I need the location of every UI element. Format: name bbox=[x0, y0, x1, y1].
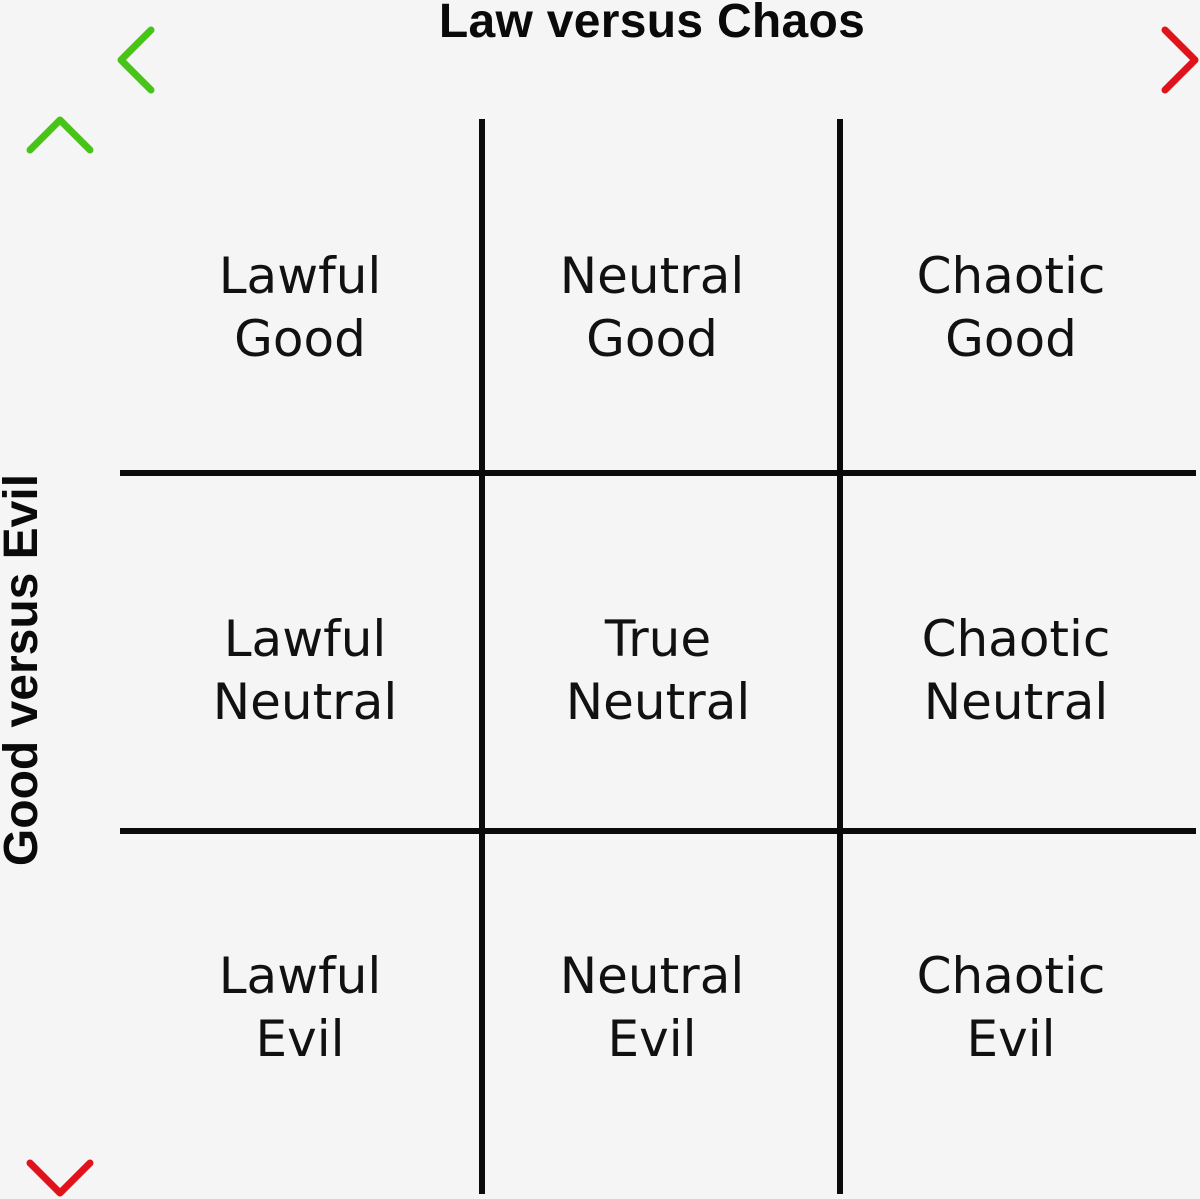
grid-divider-vertical-2 bbox=[837, 119, 843, 1194]
arrowhead-left-icon bbox=[117, 26, 155, 94]
cell-neutral-evil: Neutral Evil bbox=[502, 945, 802, 1071]
cell-label-line-1: Lawful bbox=[223, 610, 387, 668]
cell-label-line-1: Chaotic bbox=[916, 247, 1106, 305]
cell-label-line-1: Lawful bbox=[218, 247, 382, 305]
x-axis-title: Law versus Chaos bbox=[438, 0, 866, 48]
arrowhead-up-icon bbox=[26, 116, 94, 154]
grid-divider-horizontal-1 bbox=[120, 470, 1196, 476]
cell-chaotic-neutral: Chaotic Neutral bbox=[866, 608, 1166, 734]
cell-label-line-2: Evil bbox=[607, 1010, 697, 1068]
cell-lawful-neutral: Lawful Neutral bbox=[155, 608, 455, 734]
cell-lawful-good: Lawful Good bbox=[150, 245, 450, 371]
grid-divider-horizontal-2 bbox=[120, 828, 1196, 834]
cell-true-neutral: True Neutral bbox=[508, 608, 808, 734]
cell-label-line-2: Neutral bbox=[212, 673, 398, 731]
cell-label-line-2: Evil bbox=[255, 1010, 345, 1068]
cell-label-line-1: Neutral bbox=[559, 247, 745, 305]
cell-label-line-1: Chaotic bbox=[916, 947, 1106, 1005]
cell-label-line-2: Good bbox=[234, 310, 366, 368]
y-axis-title: Good versus Evil bbox=[0, 473, 48, 867]
cell-label-line-1: Neutral bbox=[559, 947, 745, 1005]
cell-neutral-good: Neutral Good bbox=[502, 245, 802, 371]
cell-label-line-2: Evil bbox=[966, 1010, 1056, 1068]
cell-label-line-2: Neutral bbox=[565, 673, 751, 731]
cell-label-line-2: Good bbox=[945, 310, 1077, 368]
cell-chaotic-evil: Chaotic Evil bbox=[861, 945, 1161, 1071]
grid-divider-vertical-1 bbox=[479, 119, 485, 1194]
cell-label-line-1: True bbox=[604, 610, 712, 668]
cell-label-line-2: Neutral bbox=[923, 673, 1109, 731]
cell-lawful-evil: Lawful Evil bbox=[150, 945, 450, 1071]
cell-label-line-2: Good bbox=[586, 310, 718, 368]
cell-label-line-1: Chaotic bbox=[921, 610, 1111, 668]
cell-chaotic-good: Chaotic Good bbox=[861, 245, 1161, 371]
cell-label-line-1: Lawful bbox=[218, 947, 382, 1005]
arrowhead-down-icon bbox=[26, 1159, 94, 1197]
arrowhead-right-icon bbox=[1161, 26, 1199, 94]
